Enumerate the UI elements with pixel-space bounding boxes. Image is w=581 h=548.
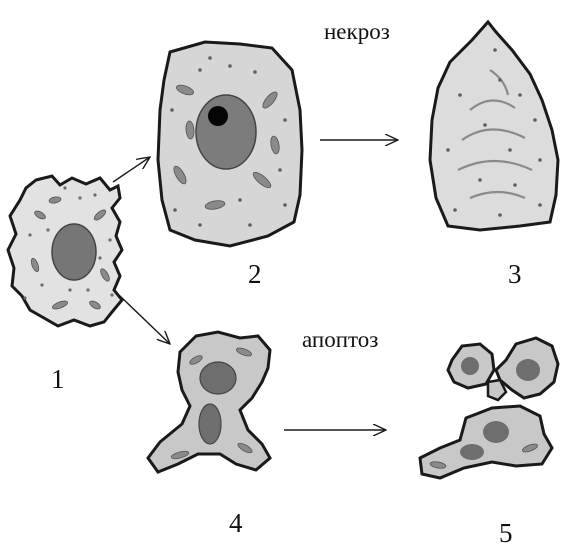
apoptotic-body-4-nucleus-b [460,444,484,460]
cell-3-membrane [430,22,558,230]
label-cell-5: 5 [499,520,513,547]
cell-3-necrotic [430,22,558,230]
cell-4-nucleus-lower [199,404,221,444]
label-cell-3: 3 [508,261,522,288]
cell-1-normal [8,176,122,326]
cell-2-swollen [158,42,302,246]
label-cell-2: 2 [248,261,262,288]
cell-1-nucleus [52,224,96,280]
label-necrosis: некроз [324,20,390,43]
cell-2-nucleolus [208,106,228,126]
cell-5-apoptotic-bodies [420,338,558,478]
label-cell-4: 4 [229,510,243,537]
label-apoptosis: апоптоз [302,328,378,351]
label-cell-1: 1 [51,366,65,393]
cell-2-nucleus [196,95,256,169]
arrow-1-to-4 [120,296,170,344]
cell-4-nucleus-upper [200,362,236,394]
apoptotic-body-1-nucleus [461,357,479,375]
apoptotic-body-4-nucleus-a [483,421,509,443]
apoptotic-body-2-nucleus [516,359,540,381]
cell-4-apoptotic [148,332,270,472]
arrow-1-to-2 [113,157,150,182]
